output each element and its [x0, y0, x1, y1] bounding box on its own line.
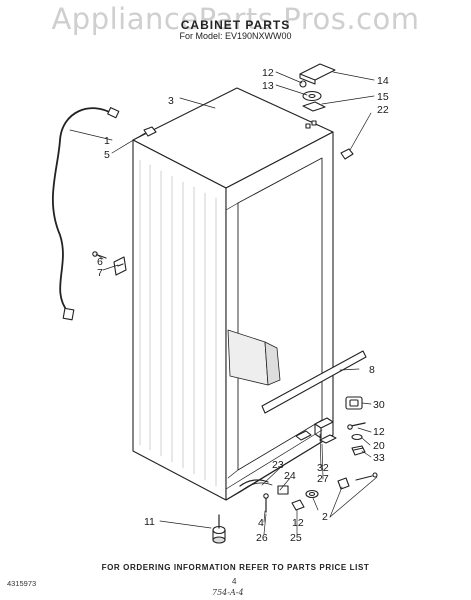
screw-and-bracket-left: [92, 251, 127, 276]
document-number: 4315973: [7, 579, 37, 588]
callout-30: 30: [373, 399, 385, 411]
callout-12-top: 12: [262, 67, 274, 79]
callout-4: 4: [258, 517, 264, 529]
model-line: For Model: EV190NXWW00: [179, 31, 292, 41]
callout-7: 7: [97, 267, 103, 279]
callout-8: 8: [369, 364, 375, 376]
leader-lines: [69, 71, 378, 535]
lower-right-hardware: [337, 396, 378, 490]
handwritten-note: 754-A-4: [212, 588, 244, 597]
bottom-left-hardware: [239, 479, 289, 513]
callout-26: 26: [256, 532, 268, 544]
callout-27: 27: [317, 473, 329, 485]
callout-20: 20: [373, 440, 385, 452]
callout-11: 11: [144, 516, 155, 528]
callout-12-bottom: 12: [292, 517, 304, 529]
callout-22: 22: [377, 104, 389, 116]
ordering-note: FOR ORDERING INFORMATION REFER TO PARTS …: [101, 563, 370, 572]
callout-13: 13: [262, 80, 274, 92]
callout-numbers: 1 5 3 6 7 12 13 14 15 22 8 30 12 20 33 2…: [97, 67, 389, 544]
callout-12-right: 12: [373, 426, 385, 438]
callout-2: 2: [322, 511, 328, 523]
callout-14: 14: [377, 75, 389, 87]
page-title: CABINET PARTS: [180, 18, 291, 32]
callout-33: 33: [373, 452, 385, 464]
callout-5: 5: [104, 149, 110, 161]
leveling-leg: [212, 514, 226, 544]
top-hinge-assembly: [299, 63, 336, 129]
callout-15: 15: [377, 91, 389, 103]
trim-strip: [261, 350, 367, 414]
bottom-hinge: [295, 417, 337, 444]
callout-6: 6: [97, 256, 103, 268]
callout-23: 23: [272, 459, 284, 471]
callout-1: 1: [104, 135, 110, 147]
cord-clip: [143, 126, 157, 137]
page-number: 4: [232, 577, 237, 586]
callout-32: 32: [317, 462, 329, 474]
callout-3: 3: [168, 95, 174, 107]
callout-25: 25: [290, 532, 302, 544]
watermark: ApplianceParts Pros.com: [51, 2, 420, 36]
callout-24: 24: [284, 470, 296, 482]
bottom-center-hardware: [291, 489, 319, 511]
top-right-clip: [340, 148, 354, 160]
power-cord: [51, 107, 120, 321]
